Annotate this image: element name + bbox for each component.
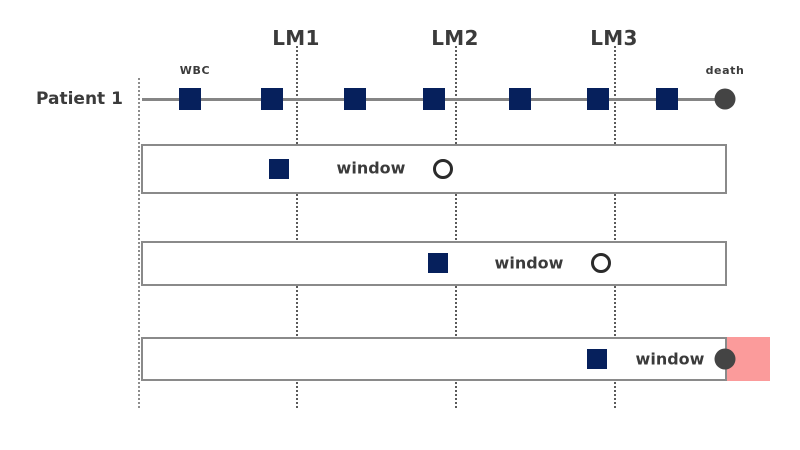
landmark-line-lm3 [614,46,616,408]
predictor-measurement-marker [587,349,607,369]
death-event-marker [714,348,736,370]
death-event-marker [714,88,736,110]
censored-event-marker [591,253,611,273]
window-label: window [494,253,564,273]
wbc-measurement-marker [587,88,609,110]
death-annotation-label: death [705,64,745,77]
wbc-measurement-marker [261,88,283,110]
landmark-label-lm1: LM1 [272,26,320,50]
baseline-dotted-line [138,78,140,408]
censored-event-marker [433,159,453,179]
landmark-line-lm2 [455,46,457,408]
wbc-measurement-marker [423,88,445,110]
landmark-2-strip [141,241,727,286]
landmark-3-strip [141,337,727,381]
wbc-measurement-marker [179,88,201,110]
landmark-label-lm2: LM2 [431,26,479,50]
wbc-measurement-marker [344,88,366,110]
landmark-label-lm3: LM3 [590,26,638,50]
wbc-annotation-label: WBC [179,64,211,77]
wbc-measurement-marker [509,88,531,110]
landmark-line-lm1 [296,46,298,408]
predictor-measurement-marker [428,253,448,273]
predictor-measurement-marker [269,159,289,179]
patient-label: Patient 1 [36,89,123,109]
window-label: window [336,158,406,178]
window-label: window [635,349,705,369]
wbc-measurement-marker [656,88,678,110]
